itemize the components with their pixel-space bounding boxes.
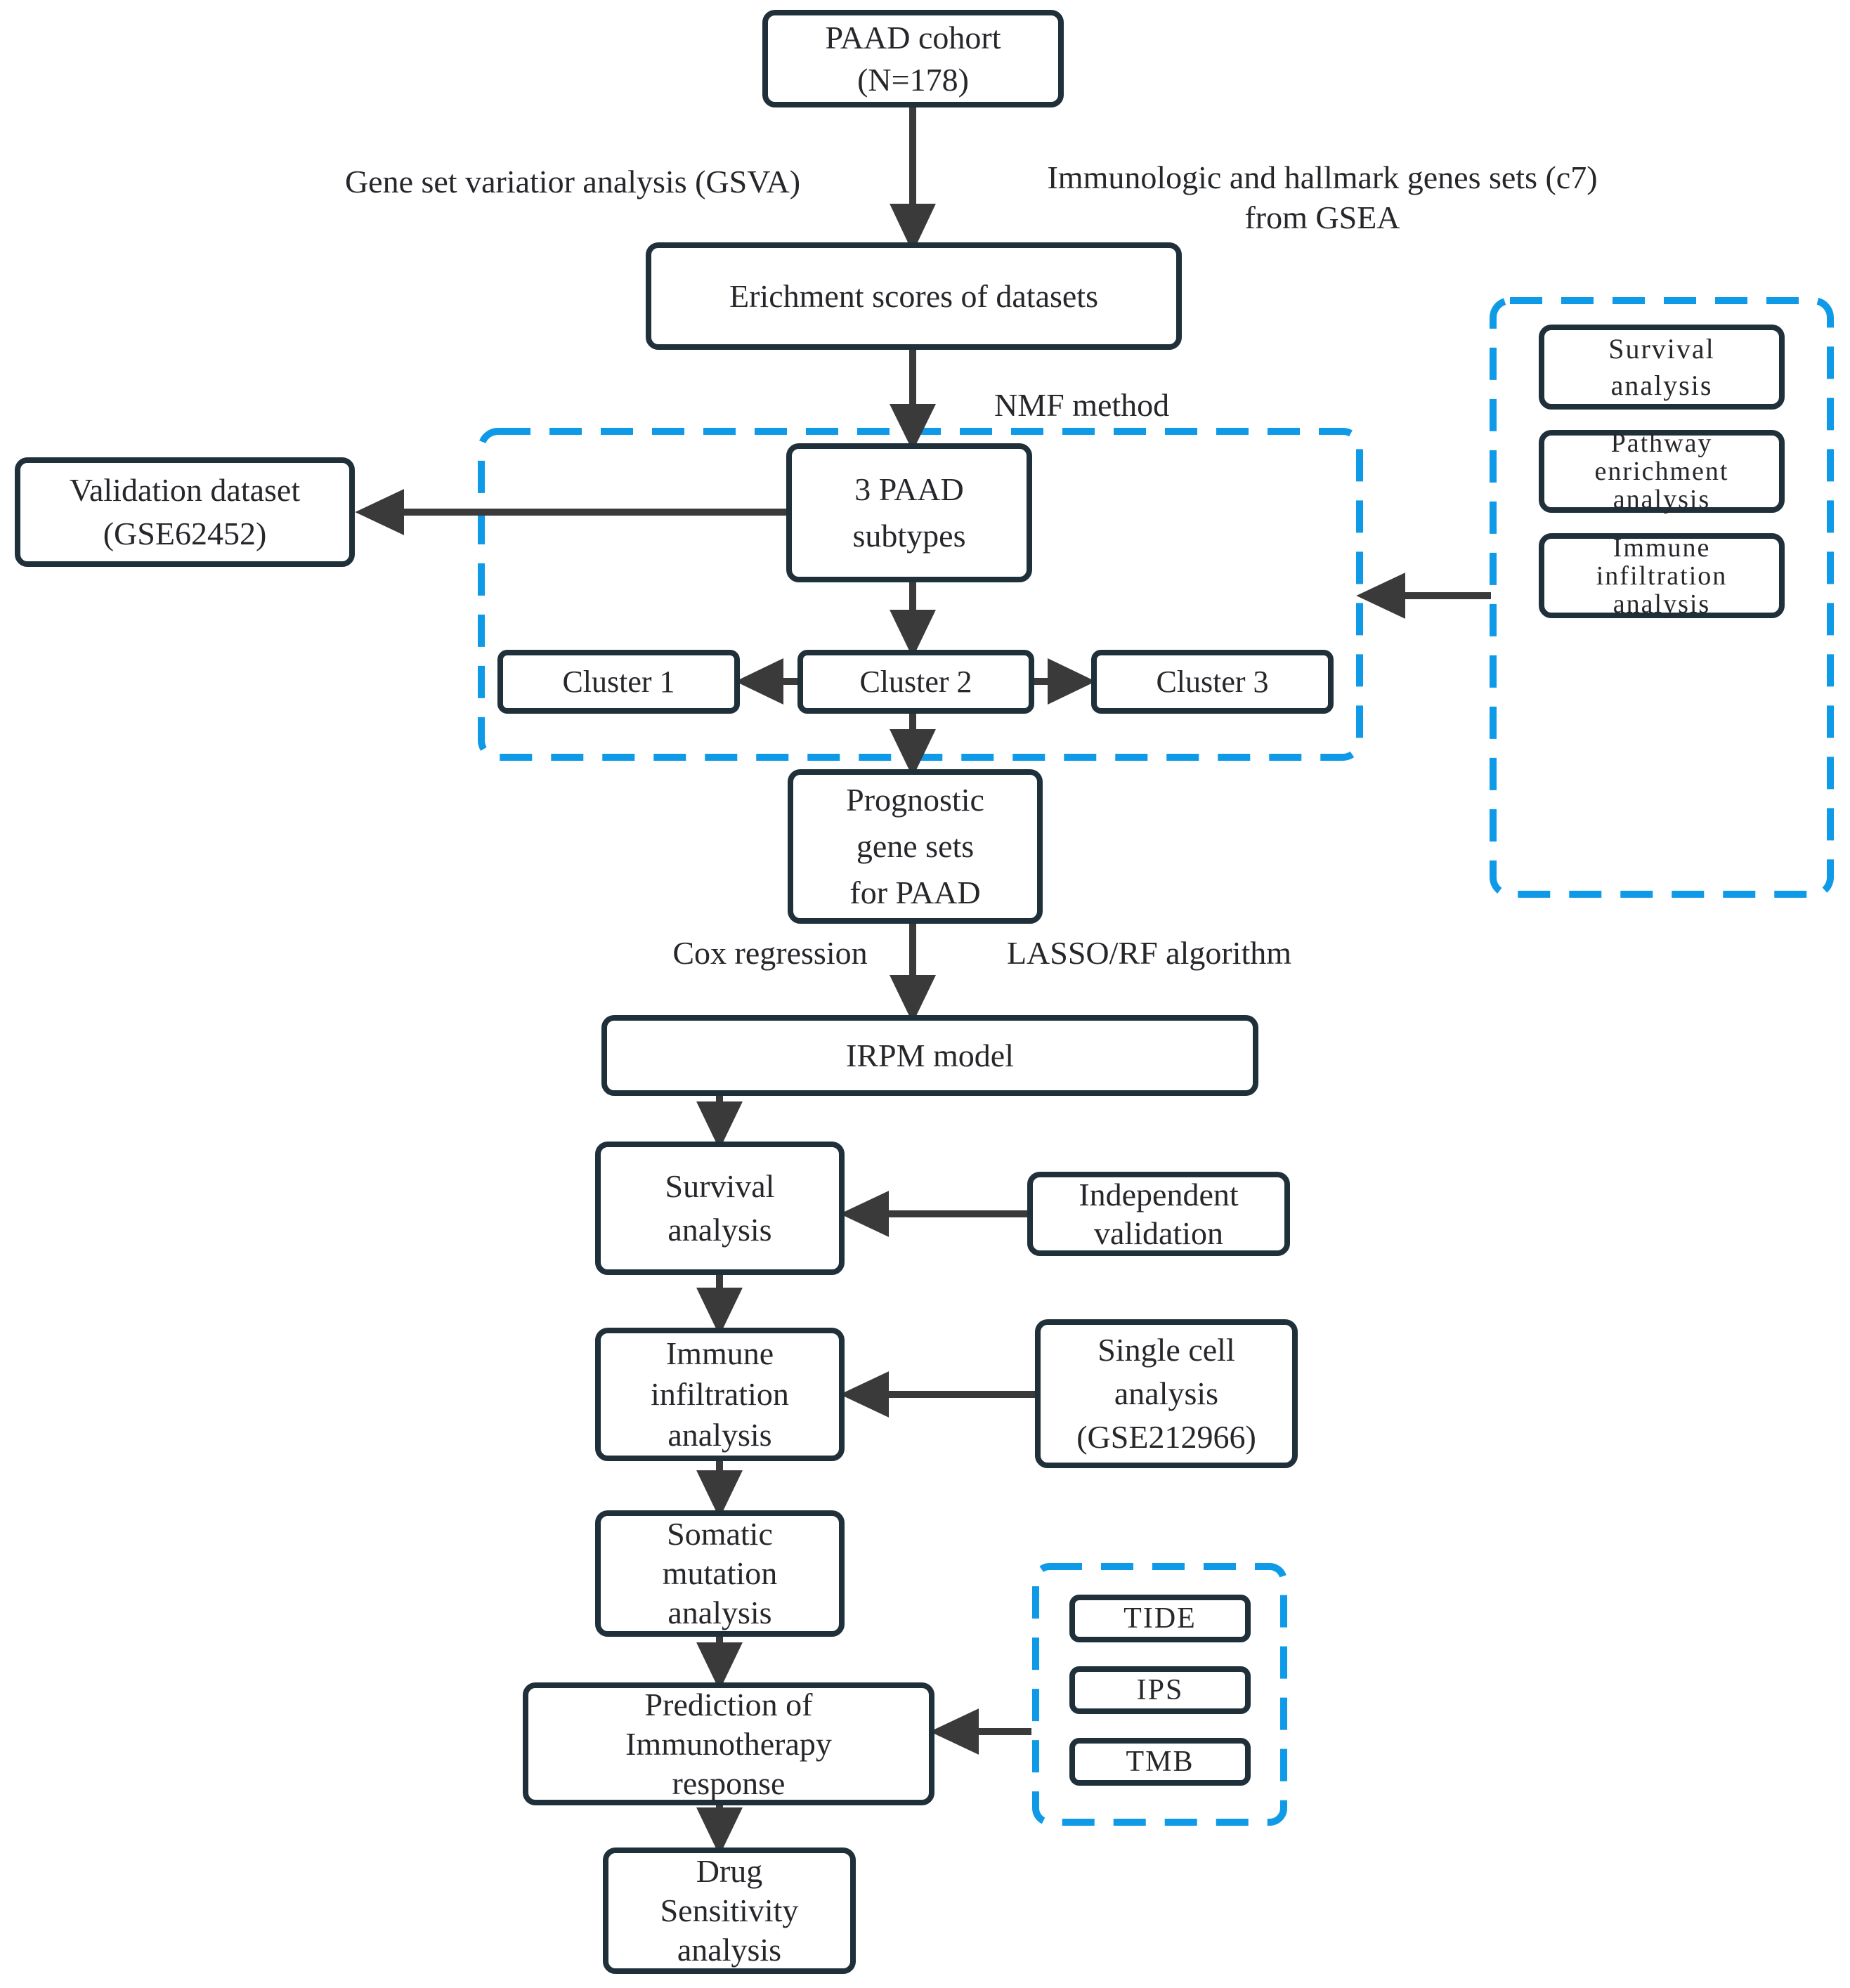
panel-node-pathway-enrichment: Pathway enrichment analysis: [1539, 429, 1785, 514]
node-single-cell-analysis: Single cell analysis (GSE212966): [1035, 1319, 1298, 1468]
immunotherapy-metrics-dashed-frame: [1032, 1563, 1287, 1826]
panel-immune-line3: analysis: [1613, 589, 1711, 619]
node-cluster-1-label: Cluster 1: [562, 664, 675, 699]
panel-node-survival-analysis: Survival analysis: [1539, 325, 1785, 410]
node-paad-subtypes-line1: 3 PAAD: [854, 471, 964, 507]
node-tide-label: TIDE: [1123, 1602, 1197, 1635]
node-immune-line3: analysis: [667, 1417, 772, 1453]
node-survival-line1: Survival: [665, 1168, 775, 1204]
cox-regression-label: Cox regression: [672, 935, 868, 971]
gsea-label-line2: from GSEA: [1244, 200, 1400, 235]
node-immune-infiltration: Immune infiltration analysis: [595, 1328, 845, 1461]
gsea-label: Immunologic and hallmark genes sets (c7)…: [1031, 157, 1613, 237]
node-prognostic-line3: for PAAD: [849, 875, 981, 910]
node-immune-line1: Immune: [665, 1335, 774, 1371]
panel-survival-line2: analysis: [1610, 369, 1713, 401]
panel-pathway-line3: analysis: [1613, 485, 1711, 514]
nmf-method-label: NMF method: [994, 387, 1170, 423]
node-cluster-2-label: Cluster 2: [859, 664, 972, 699]
node-irpm-model-label: IRPM model: [846, 1037, 1014, 1073]
node-independent-line2: validation: [1094, 1215, 1223, 1251]
node-ips-label: IPS: [1136, 1674, 1184, 1706]
node-single-cell-line1: Single cell: [1097, 1332, 1235, 1368]
node-somatic-mutation: Somatic mutation analysis: [595, 1510, 845, 1637]
node-independent-validation: Independent validation: [1027, 1172, 1290, 1256]
node-somatic-line3: analysis: [667, 1595, 772, 1630]
node-prognostic-line2: gene sets: [856, 828, 975, 864]
node-cluster-1: Cluster 1: [497, 650, 740, 714]
gsva-label: Gene set variatior analysis (GSVA): [344, 164, 801, 200]
node-tmb: TMB: [1069, 1738, 1251, 1786]
node-prognostic-line1: Prognostic: [846, 782, 984, 818]
node-paad-cohort: PAAD cohort (N=178): [762, 10, 1064, 107]
node-tmb-label: TMB: [1126, 1746, 1194, 1778]
node-drug-sensitivity: Drug Sensitivity analysis: [603, 1848, 856, 1974]
node-prediction-line3: response: [672, 1765, 786, 1801]
node-drug-line1: Drug: [696, 1853, 763, 1889]
node-cluster-2: Cluster 2: [797, 650, 1034, 714]
node-single-cell-line2: analysis: [1114, 1375, 1219, 1411]
node-survival-line2: analysis: [667, 1212, 772, 1248]
node-somatic-line1: Somatic: [667, 1516, 773, 1552]
node-paad-subtypes-line2: subtypes: [852, 518, 966, 554]
node-drug-line2: Sensitivity: [660, 1892, 799, 1928]
node-tide: TIDE: [1069, 1595, 1251, 1642]
node-irpm-model: IRPM model: [601, 1015, 1258, 1096]
arrow-set: [355, 107, 1491, 1856]
node-cluster-3: Cluster 3: [1091, 650, 1334, 714]
node-paad-cohort-line1: PAAD cohort: [825, 19, 1001, 55]
node-prediction-line2: Immunotherapy: [625, 1725, 832, 1762]
node-validation-dataset: Validation dataset (GSE62452): [15, 457, 355, 567]
panel-node-immune-infiltration: Immune infiltration analysis: [1539, 533, 1785, 618]
node-somatic-line2: mutation: [662, 1555, 778, 1591]
panel-pathway-line2: enrichment: [1594, 457, 1729, 486]
node-paad-subtypes: 3 PAAD subtypes: [786, 443, 1032, 582]
node-survival-analysis: Survival analysis: [595, 1142, 845, 1275]
node-prognostic-gene-sets: Prognostic gene sets for PAAD: [788, 769, 1043, 924]
panel-immune-line2: infiltration: [1596, 561, 1728, 591]
gsea-label-line1: Immunologic and hallmark genes sets (c7): [1047, 159, 1598, 195]
node-enrichment-scores: Erichment scores of datasets: [646, 242, 1182, 350]
node-drug-line3: analysis: [677, 1932, 782, 1968]
node-validation-dataset-line1: Validation dataset: [69, 472, 301, 508]
node-immunotherapy-prediction: Prediction of Immunotherapy response: [523, 1682, 934, 1805]
node-enrichment-scores-label: Erichment scores of datasets: [729, 277, 1098, 314]
lasso-rf-label: LASSO/RF algorithm: [1006, 935, 1292, 971]
node-ips: IPS: [1069, 1666, 1251, 1714]
node-independent-line1: Independent: [1079, 1177, 1239, 1212]
panel-immune-line1: Immune: [1613, 532, 1711, 563]
panel-pathway-line1: Pathway: [1610, 429, 1713, 458]
node-paad-cohort-line2: (N=178): [857, 61, 969, 98]
node-cluster-3-label: Cluster 3: [1156, 664, 1269, 699]
node-single-cell-line3: (GSE212966): [1076, 1419, 1256, 1455]
node-immune-line2: infiltration: [651, 1376, 789, 1412]
node-validation-dataset-line2: (GSE62452): [103, 516, 267, 551]
panel-survival-line1: Survival: [1608, 332, 1715, 365]
node-prediction-line1: Prediction of: [644, 1686, 813, 1722]
